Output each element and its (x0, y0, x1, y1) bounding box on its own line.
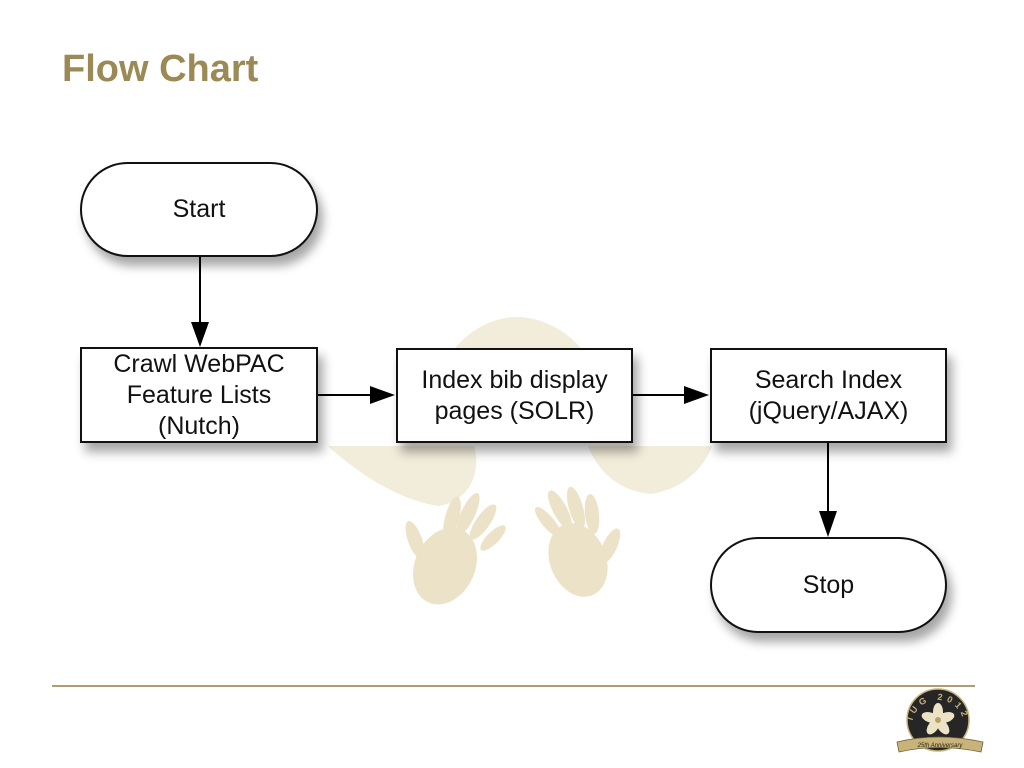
watermark-left-finger (443, 496, 461, 540)
watermark-left-palm (412, 527, 478, 605)
watermark-left-hand (405, 492, 506, 605)
watermark-left-thumb (405, 521, 425, 559)
watermark-right-hand (534, 486, 621, 597)
watermark-right-finger (534, 506, 562, 538)
arrow-search-to-stop (819, 443, 837, 537)
logo-flower-icon (921, 703, 955, 735)
watermark-left-finger (469, 504, 497, 540)
flowchart-node-crawl: Crawl WebPAC Feature Lists (Nutch) (80, 347, 318, 443)
watermark-right-finger (547, 490, 573, 530)
node-label: Search Index (754, 365, 903, 394)
logo-ribbon (896, 736, 984, 753)
flowchart-node-start: Start (80, 162, 318, 257)
arrow-index-to-search (633, 386, 709, 404)
node-label: (jQuery/AJAX) (748, 396, 909, 425)
arrow-crawl-to-index (318, 386, 395, 404)
watermark-top-lobe (452, 316, 584, 352)
node-label: Stop (802, 570, 855, 599)
arrowhead (370, 386, 395, 404)
node-label: Index bib display (421, 365, 608, 394)
watermark-left-lobe (328, 446, 477, 506)
watermark-right-lobe (588, 446, 712, 494)
node-label: (Nutch) (158, 411, 240, 440)
arrowhead (684, 386, 709, 404)
watermark-left-finger (480, 525, 506, 551)
conference-logo: IUG 2012 25th Anniversary (896, 688, 984, 753)
watermark-right-palm (548, 523, 608, 597)
logo-ribbon-text: 25th Anniversary (917, 743, 964, 749)
node-label: pages (SOLR) (434, 396, 595, 425)
arrowhead (819, 511, 837, 537)
watermark-right-thumb (599, 528, 621, 564)
footer-divider (52, 685, 975, 687)
node-label: Start (172, 195, 226, 223)
watermark-right-finger (584, 494, 600, 534)
slide-title: Flow Chart (62, 48, 259, 90)
flowchart-node-stop: Stop (710, 537, 947, 633)
arrowhead (191, 322, 209, 347)
node-label: Feature Lists (126, 380, 272, 409)
arrow-start-to-crawl (191, 257, 209, 347)
watermark-right-finger (566, 486, 586, 530)
flowchart-node-search: Search Index (jQuery/AJAX) (710, 348, 947, 443)
node-label: Crawl WebPAC (113, 349, 285, 378)
watermark-left-finger (456, 492, 480, 536)
flowchart-node-index: Index bib display pages (SOLR) (396, 348, 633, 443)
